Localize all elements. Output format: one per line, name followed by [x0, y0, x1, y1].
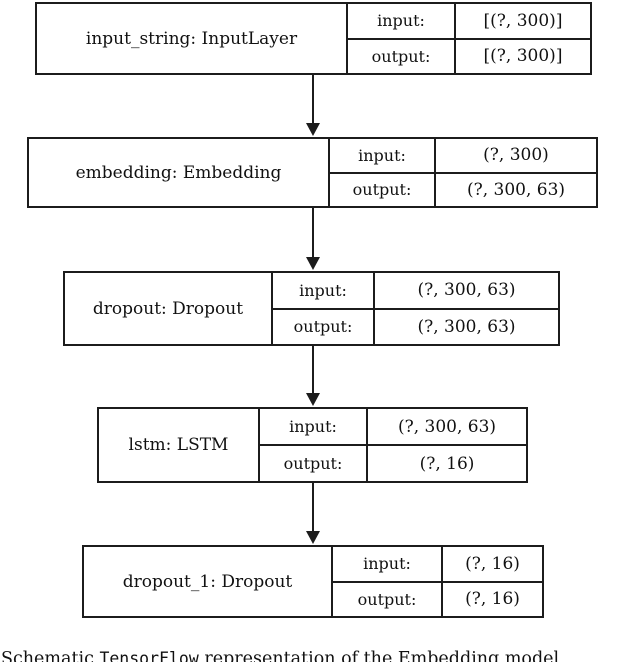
input-row: input: (?, 16) — [333, 547, 542, 581]
figure-caption: Schematic TensorFlow representation of t… — [1, 649, 559, 662]
input-shape: (?, 300, 63) — [397, 416, 497, 437]
io-table: input: (?, 16) output: (?, 16) — [333, 547, 542, 616]
layer-node-dropout: dropout: Dropout input: (?, 300, 63) out… — [63, 271, 560, 346]
layer-name: embedding: Embedding — [29, 139, 330, 206]
output-shape: (?, 300, 63) — [466, 179, 566, 200]
input-row: input: (?, 300, 63) — [260, 409, 526, 444]
input-row: input: (?, 300) — [330, 139, 596, 172]
io-table: input: (?, 300, 63) output: (?, 16) — [260, 409, 526, 481]
output-shape: (?, 300, 63) — [417, 316, 516, 337]
output-label: output: — [273, 309, 375, 344]
layer-name: dropout_1: Dropout — [84, 547, 333, 616]
arrow-stem — [312, 483, 314, 531]
input-label: input: — [330, 139, 436, 172]
input-label: input: — [348, 4, 456, 38]
arrow-stem — [312, 346, 314, 393]
io-table: input: (?, 300) output: (?, 300, 63) — [330, 139, 596, 206]
io-table: input: [(?, 300)] output: [(?, 300)] — [348, 4, 590, 73]
output-label: output: — [333, 582, 443, 616]
caption-code-word: TensorFlow — [99, 649, 199, 662]
input-shape: (?, 300, 63) — [417, 280, 516, 301]
input-shape: (?, 300) — [483, 145, 549, 166]
flow-arrow — [306, 346, 320, 406]
io-table: input: (?, 300, 63) output: (?, 300, 63) — [273, 273, 558, 344]
layer-name: dropout: Dropout — [65, 273, 273, 344]
input-shape: (?, 16) — [465, 553, 520, 574]
caption-prefix: Schematic — [1, 649, 100, 662]
output-label: output: — [330, 173, 436, 206]
output-row: output: (?, 16) — [333, 580, 542, 616]
layer-name: lstm: LSTM — [99, 409, 260, 481]
layer-node-lstm: lstm: LSTM input: (?, 300, 63) output: (… — [97, 407, 528, 483]
arrow-stem — [312, 75, 314, 123]
layer-node-embedding: embedding: Embedding input: (?, 300) out… — [27, 137, 598, 208]
output-shape: [(?, 300)] — [483, 46, 563, 67]
input-label: input: — [260, 409, 368, 444]
output-shape: (?, 16) — [465, 589, 520, 610]
flow-arrow — [306, 75, 320, 136]
output-row: output: (?, 300, 63) — [273, 307, 558, 344]
layer-name: input_string: InputLayer — [37, 4, 348, 73]
output-shape: (?, 16) — [419, 453, 475, 474]
layer-node-input-string: input_string: InputLayer input: [(?, 300… — [35, 2, 592, 75]
output-row: output: (?, 300, 63) — [330, 171, 596, 206]
input-row: input: (?, 300, 63) — [273, 273, 558, 308]
output-label: output: — [348, 39, 456, 73]
input-row: input: [(?, 300)] — [348, 4, 590, 38]
flow-arrow — [306, 208, 320, 270]
caption-suffix: representation of the Embedding model — [198, 649, 560, 662]
output-row: output: (?, 16) — [260, 444, 526, 481]
layer-node-dropout-1: dropout_1: Dropout input: (?, 16) output… — [82, 545, 544, 618]
input-label: input: — [333, 547, 443, 581]
output-row: output: [(?, 300)] — [348, 37, 590, 73]
input-label: input: — [273, 273, 375, 308]
flow-arrow — [306, 483, 320, 544]
input-shape: [(?, 300)] — [483, 10, 563, 31]
arrow-down-icon — [306, 123, 320, 136]
arrow-stem — [312, 208, 314, 257]
arrow-down-icon — [306, 393, 320, 406]
arrow-down-icon — [306, 531, 320, 544]
output-label: output: — [260, 446, 368, 481]
arrow-down-icon — [306, 257, 320, 270]
